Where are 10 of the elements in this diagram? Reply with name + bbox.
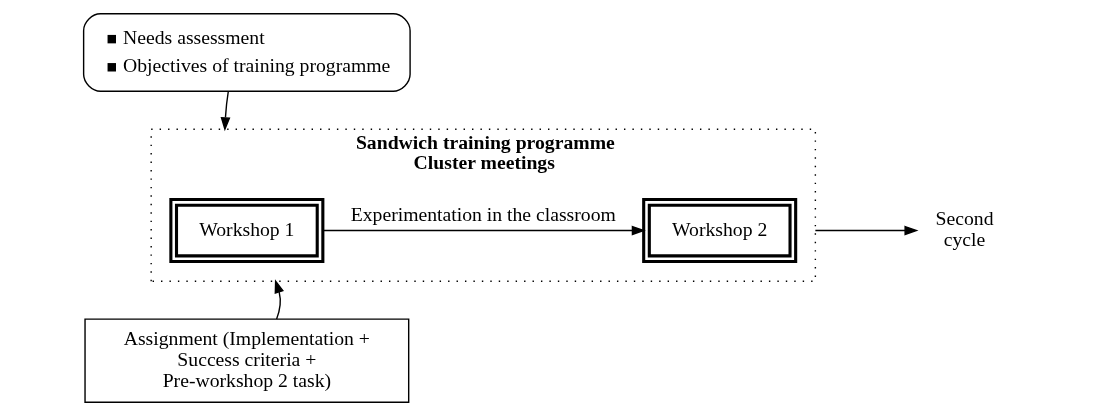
- edge-label: Experimentation in the classroom: [350, 202, 616, 225]
- arrow: [322, 225, 646, 236]
- node-box: Workshop 2: [642, 198, 798, 264]
- node-box: Needs assessment Objectives of training programme: [82, 13, 411, 92]
- arrow: [220, 90, 231, 132]
- node-text: Second cycle: [935, 207, 994, 251]
- arrow: [814, 225, 919, 236]
- arrow: [274, 279, 284, 320]
- node-box: Assignment (Implementation + Success criteria + Pre-workshop 2 task): [84, 318, 410, 403]
- node-box: Workshop 1: [169, 198, 325, 264]
